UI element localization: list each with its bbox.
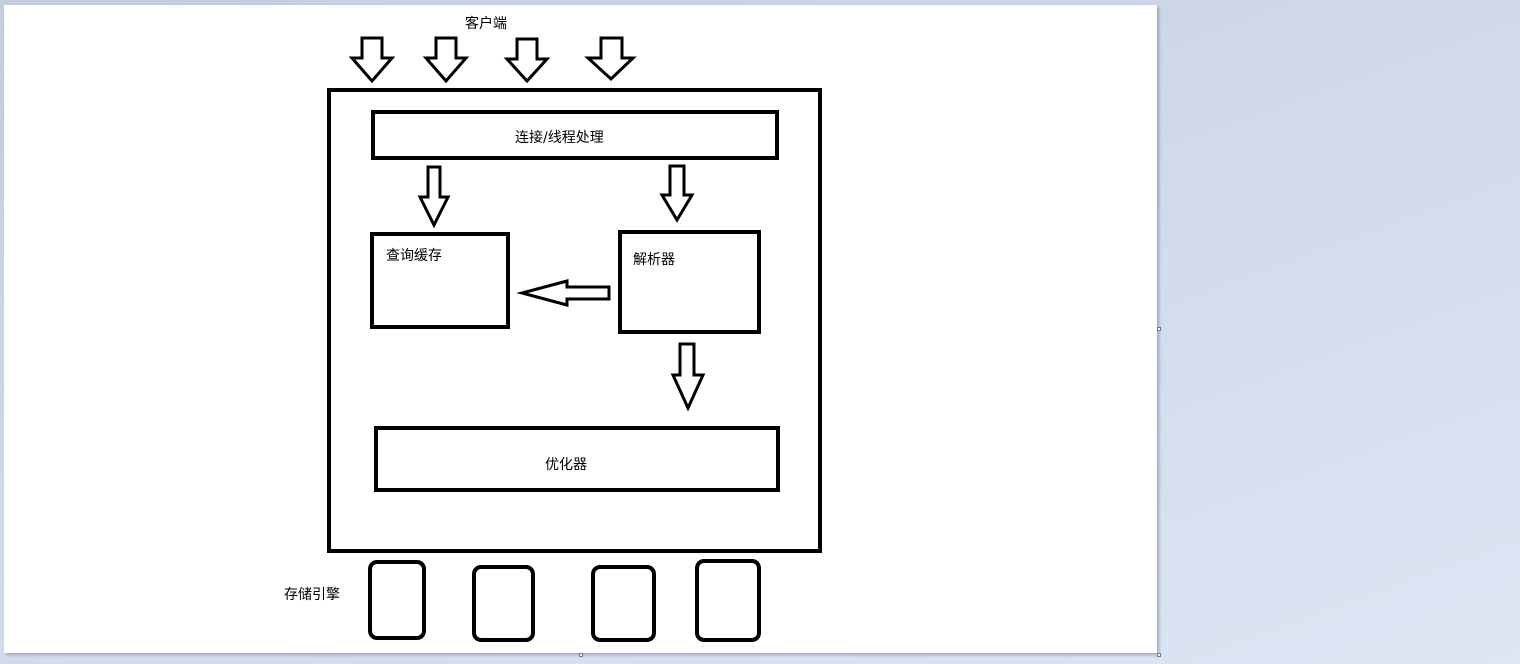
arrow-parser-to-cache	[516, 279, 611, 307]
parser-label: 解析器	[633, 252, 675, 268]
arrow-to-query-cache	[417, 165, 451, 229]
client-arrow-1	[348, 36, 396, 84]
query-cache-label: 查询缓存	[386, 248, 442, 264]
client-arrow-3	[503, 37, 551, 84]
resize-handle-corner[interactable]	[1157, 653, 1161, 657]
arrow-to-parser	[659, 164, 695, 223]
storage-engine-box-3	[591, 565, 656, 642]
client-arrow-2	[422, 36, 470, 84]
storage-engine-label: 存储引擎	[284, 587, 340, 603]
storage-engine-box-4	[695, 559, 761, 642]
client-arrow-4	[584, 36, 637, 82]
optimizer-label: 优化器	[545, 457, 587, 473]
storage-engine-box-2	[472, 565, 535, 642]
connection-handler-label: 连接/线程处理	[515, 129, 604, 146]
arrow-to-optimizer	[670, 342, 706, 412]
parser-box	[618, 230, 761, 334]
connection-handler-box	[371, 110, 779, 160]
resize-handle-right[interactable]	[1157, 327, 1161, 331]
client-label: 客户端	[465, 15, 507, 32]
resize-handle-bottom[interactable]	[579, 653, 583, 657]
query-cache-box	[370, 232, 510, 329]
optimizer-box	[374, 426, 780, 492]
storage-engine-box-1	[368, 560, 426, 640]
